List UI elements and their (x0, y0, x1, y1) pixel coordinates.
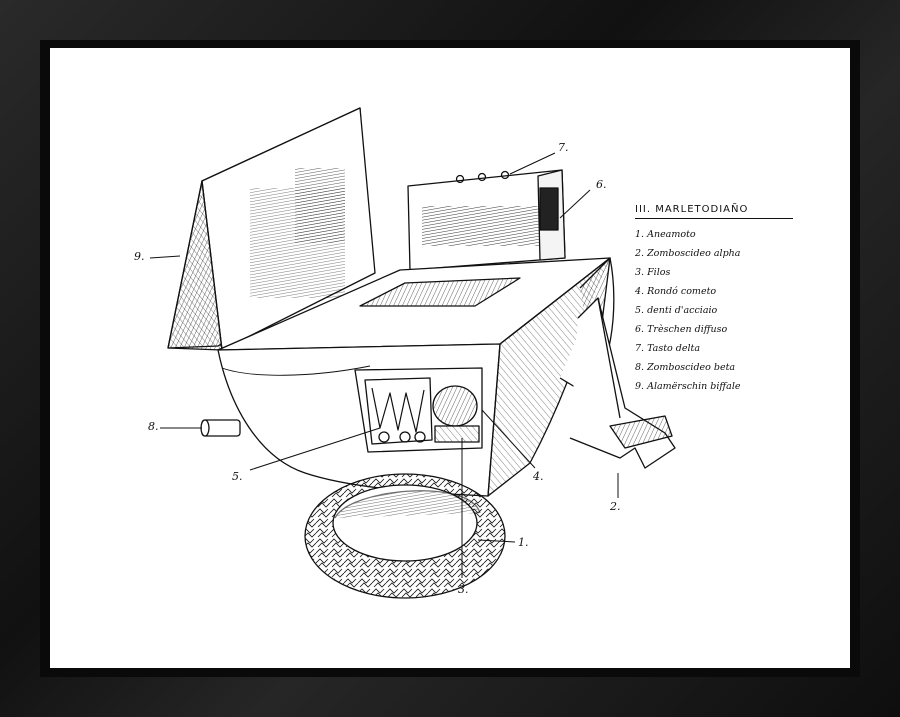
callout-2: 2. (610, 500, 621, 513)
legend-item: 9. Alamërschin biffale (635, 381, 741, 392)
callout-3: 3. (458, 583, 469, 596)
legend-item: 6. Trèschen diffuso (635, 324, 728, 335)
legend-item: 3. Filos (635, 267, 671, 278)
callout-1: 1. (518, 536, 529, 549)
machine-sketch (149, 107, 676, 599)
legend-item: 1. Aneamoto (635, 229, 696, 240)
legend-item: 7. Tasto delta (635, 343, 701, 354)
legend-item: 8. Zomboscideo beta (635, 362, 736, 373)
legend-item: 4. Rondó cometo (635, 286, 717, 297)
legend-list: 1. Aneamoto 2. Zomboscideo alpha 3. Filo… (635, 225, 805, 396)
callout-9: 9. (134, 250, 145, 263)
legend-item: 2. Zomboscideo alpha (635, 248, 741, 259)
callout-6: 6. (596, 178, 607, 191)
callout-7: 7. (558, 141, 569, 154)
legend-item: 5. denti d'acciaio (635, 305, 718, 316)
callout-4: 4. (533, 470, 544, 483)
legend-title: III. MARLETODIAÑO (635, 204, 793, 219)
callout-5: 5. (232, 470, 243, 483)
legend: III. MARLETODIAÑO 1. Aneamoto 2. Zombosc… (635, 204, 805, 396)
callout-8: 8. (148, 420, 159, 433)
drawing-paper: 1. 2. 3. 4. 5. 6. 7. 8. 9. III. MARLETOD… (50, 48, 850, 668)
